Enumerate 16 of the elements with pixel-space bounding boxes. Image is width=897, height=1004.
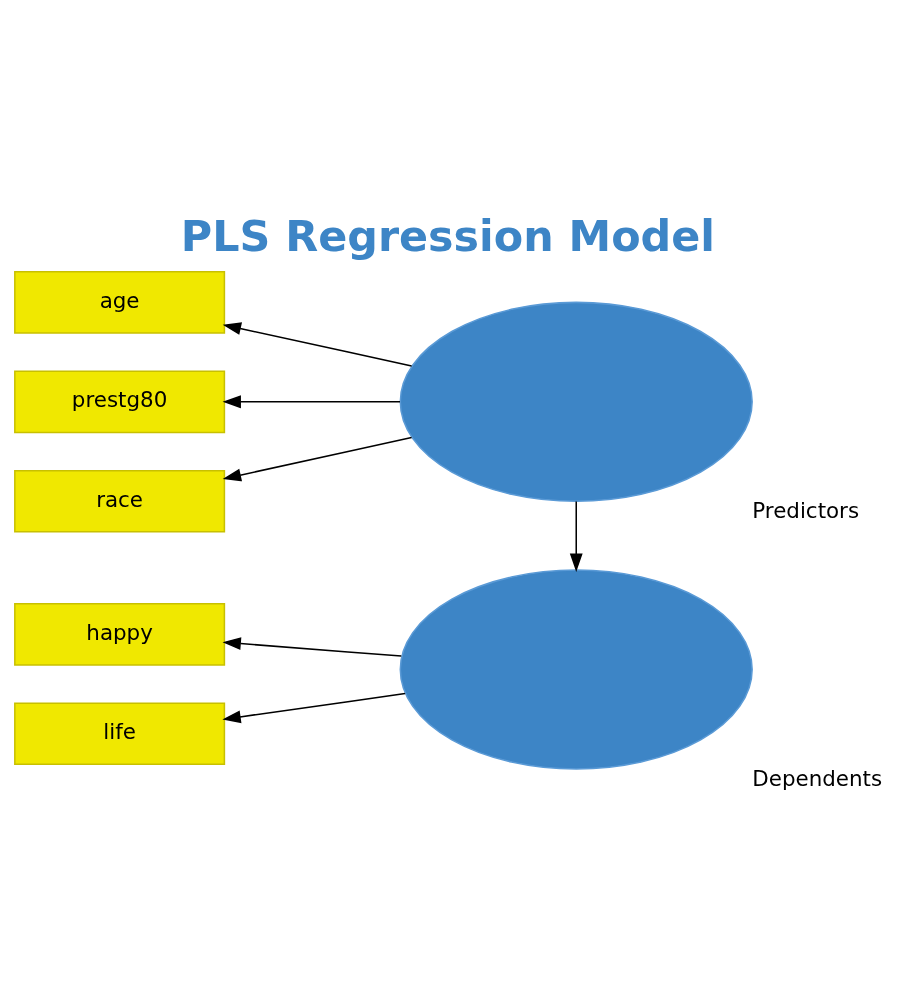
diagram-title: PLS Regression Model [180,210,715,261]
node-box: life [14,702,226,766]
node-ellipse [399,569,753,770]
node-label: Predictors [752,498,860,524]
arrow [222,436,413,482]
node-box: prestg80 [14,370,226,434]
node-box: age [14,271,226,334]
arrow [222,692,406,724]
node-ellipse [399,301,753,502]
arrow [569,500,583,572]
arrow [222,395,401,409]
node-box: happy [14,602,226,666]
arrow [222,637,403,657]
node-box: race [14,469,226,533]
arrow [222,322,413,367]
node-label: Dependents [752,766,883,792]
